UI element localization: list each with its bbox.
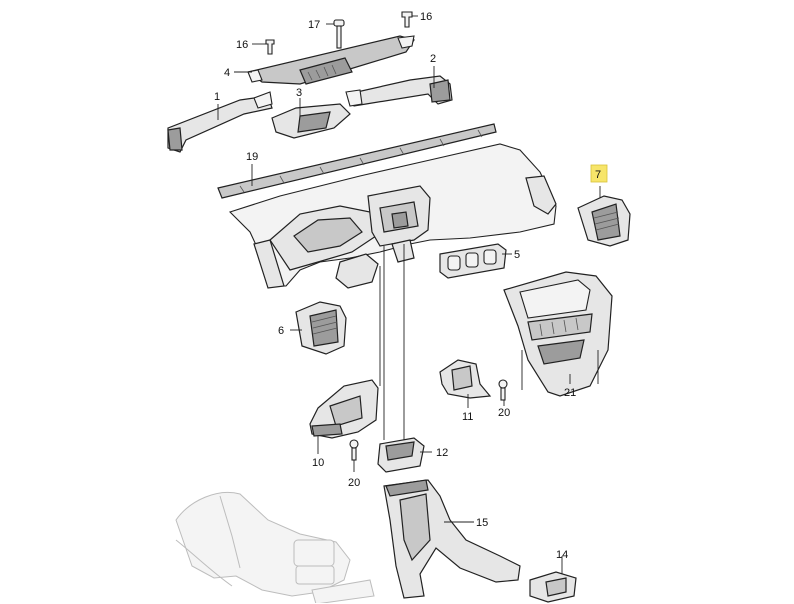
callout-14: 14 [556,549,568,561]
callout-21: 21 [564,387,576,399]
part-10-duct-bracket [309,379,379,439]
callout-10: 10 [312,457,324,469]
callout-1: 1 [214,91,220,103]
callout-label: 6 [278,325,284,337]
screw-20-left [349,439,359,461]
callout-label: 5 [514,249,520,261]
callout-label: 10 [312,457,324,469]
screw-16-right [401,11,413,28]
callout-label: 3 [296,87,302,99]
callout-16-right: 16 [420,11,432,23]
part-21-center-trim [503,271,613,397]
part-5-vent-frame [439,243,507,279]
callout-2: 2 [430,53,436,65]
callout-label: 16 [236,39,248,51]
callout-7-highlight [590,164,608,183]
callout-5: 5 [514,249,520,261]
callout-label: 12 [436,447,448,459]
part-7-air-vent-right [577,195,631,247]
callout-19: 19 [246,151,258,163]
callout-label: 19 [246,151,258,163]
screw-17 [333,19,345,49]
callout-label: 7 [595,169,601,181]
part-6-air-vent-left [295,301,347,355]
part-1-side-duct-left [167,91,273,153]
callout-17: 17 [308,19,320,31]
callout-20-left: 20 [348,477,360,489]
part-2-side-duct-right [345,75,453,107]
dashboard-main [228,143,557,289]
callout-11: 11 [462,411,473,423]
callout-label: 21 [564,387,576,399]
part-19-seal-strip [217,123,497,199]
callout-16-left: 16 [236,39,248,51]
callout-20-right: 20 [498,407,510,419]
part-15-floor-duct [383,479,521,599]
callout-3: 3 [296,87,302,99]
callout-label: 20 [348,477,360,489]
callout-label: 20 [498,407,510,419]
callout-label: 2 [430,53,436,65]
screw-20-right [498,379,508,401]
leader-lines [217,15,601,574]
callout-label: 14 [556,549,568,561]
callout-4: 4 [224,67,230,79]
callout-label: 11 [462,411,473,423]
part-12-duct-outlet [377,437,425,473]
callout-label: 1 [214,91,220,103]
callout-label: 15 [476,517,488,529]
part-11-duct-cover [439,359,492,399]
callout-6: 6 [278,325,284,337]
part-14-clip [529,571,577,603]
vehicle-context-outline [175,492,375,604]
callout-15: 15 [476,517,488,529]
screw-16-left [265,39,275,55]
callout-label: 16 [420,11,432,23]
part-4-defroster-duct [246,35,415,85]
part-3-center-vent [271,103,351,139]
callout-label: 17 [308,19,320,31]
callout-7: 7 [590,164,608,183]
callout-12: 12 [436,447,448,459]
callout-label: 4 [224,67,230,79]
